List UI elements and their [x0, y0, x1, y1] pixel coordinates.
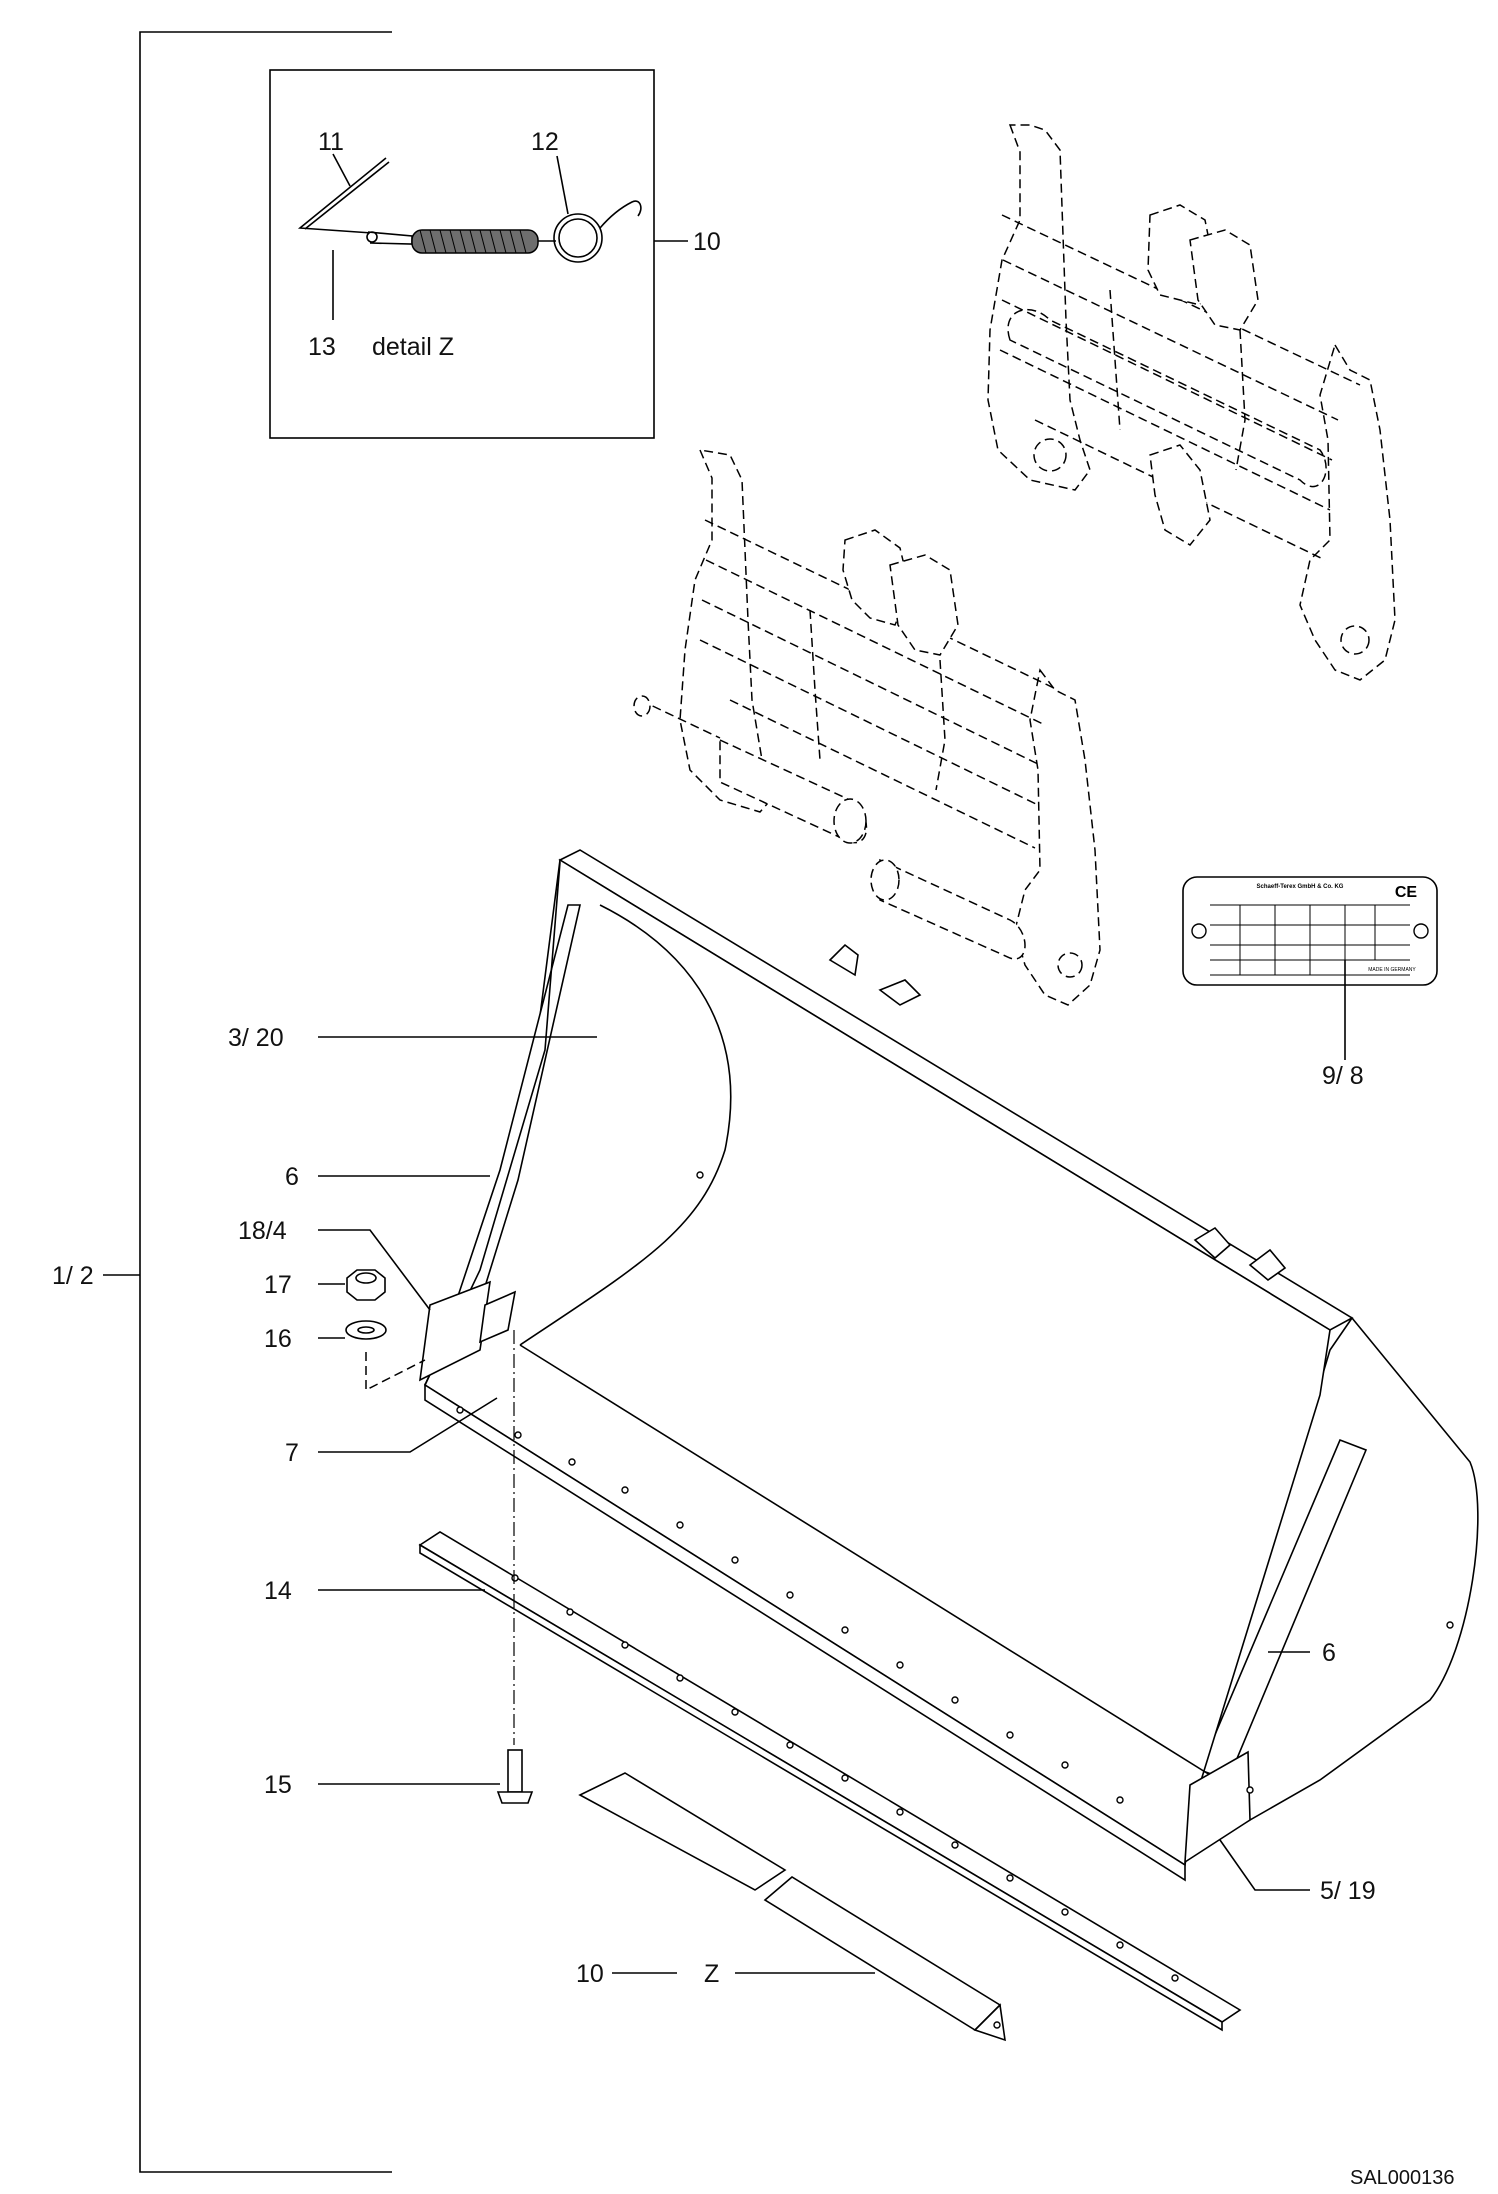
- type-plate: Schaeff-Terex GmbH & Co. KG CE MADE IN G…: [1182, 876, 1438, 1060]
- label-edge-protector-detail: Z: [704, 1960, 719, 1988]
- leader-lines: [318, 1036, 1310, 1974]
- assembly-bracket: [103, 31, 392, 2173]
- label-detail-clip: 13: [308, 333, 336, 361]
- label-washer: 16: [264, 1325, 292, 1353]
- bolt: [496, 1749, 534, 1804]
- edge-protector: [578, 1772, 1006, 2042]
- label-front-edge: 7: [285, 1439, 299, 1467]
- label-detail-ref: 10: [693, 228, 721, 256]
- type-plate-maker: Schaeff-Terex GmbH & Co. KG: [1257, 884, 1344, 890]
- washer: [345, 1320, 387, 1340]
- label-detail-hook: 12: [531, 128, 559, 156]
- label-assembly: 1/ 2: [52, 1262, 94, 1290]
- label-bolt: 15: [264, 1771, 292, 1799]
- label-type-plate: 9/ 8: [1322, 1062, 1364, 1090]
- label-corner-piece: 5/ 19: [1320, 1877, 1376, 1905]
- label-bucket-body: 3/ 20: [228, 1024, 284, 1052]
- label-side-wear-left: 6: [285, 1163, 299, 1191]
- detail-z-frame: [269, 69, 688, 439]
- label-side-wear-right: 6: [1322, 1639, 1336, 1667]
- quick-hitch-frame-rear: [987, 124, 1396, 681]
- label-edge-plate: 18/4: [238, 1217, 287, 1245]
- cutting-edge-bar: [418, 1531, 1242, 2032]
- quick-hitch-frame-front: [633, 449, 1101, 1006]
- type-plate-made-in: MADE IN GERMANY: [1368, 967, 1416, 973]
- drawing-code: SAL000136: [1350, 2167, 1455, 2189]
- label-detail-spring-wire: 11: [318, 128, 344, 156]
- label-detail-caption: detail Z: [372, 333, 454, 361]
- label-nut: 17: [264, 1271, 292, 1299]
- bucket: [419, 849, 1479, 1882]
- nut: [346, 1269, 386, 1301]
- type-plate-ce-mark: CE: [1395, 884, 1418, 901]
- label-edge-protector: 10: [576, 1960, 604, 1988]
- label-cutting-edge: 14: [264, 1577, 292, 1605]
